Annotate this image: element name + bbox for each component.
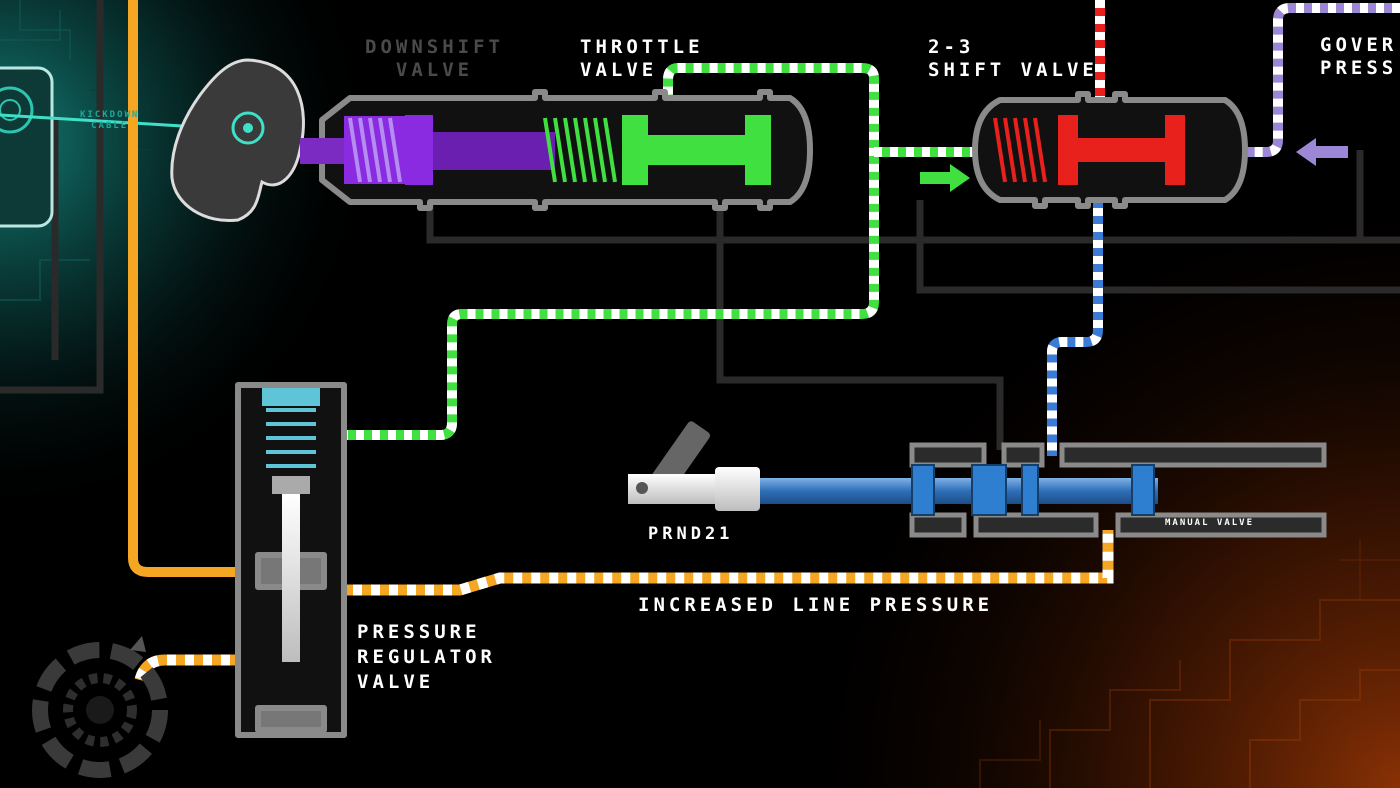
- throttle-valve-housing: [319, 89, 813, 211]
- throttle-valve-label: THROTTLE VALVE: [580, 36, 704, 81]
- pressure-regulator-valve-label: PRESSURE REGULATOR VALVE: [357, 621, 496, 693]
- blue-passage: [1047, 192, 1103, 456]
- arrow-left-icon: [1296, 138, 1348, 166]
- pump-gear-icon: [32, 636, 168, 778]
- shift-spring: [993, 117, 1047, 183]
- throttle-pressure-passages: [340, 63, 975, 440]
- manual-valve-rod: [760, 478, 1158, 504]
- regulator-plunger: [272, 476, 310, 494]
- throttle-spring: [543, 117, 617, 183]
- regulator-spring: [262, 388, 320, 468]
- manual-valve-spools: [911, 464, 1155, 516]
- governor-pressure-label: GOVER PRESS: [1320, 34, 1398, 79]
- kickdown-cable-label: KICKDOWN CABLE: [80, 110, 140, 131]
- prnd21-label: PRND21: [648, 524, 734, 544]
- governor-pressure-passage: [1232, 3, 1400, 157]
- prnd21-selector: [628, 421, 760, 511]
- passages: [0, 0, 1400, 450]
- regulator-stem: [282, 494, 300, 662]
- throttle-spool: [622, 115, 771, 185]
- downshift-valve: [405, 115, 433, 185]
- line-pressure-passages: [128, 0, 1114, 682]
- manual-valve-label: MANUAL VALVE: [1165, 518, 1255, 528]
- increased-line-pressure-label: INCREASED LINE PRESSURE: [638, 594, 994, 616]
- shift-spool: [1058, 115, 1185, 185]
- arrow-right-icon: [920, 164, 970, 192]
- manual-valve-housing: [909, 442, 1327, 538]
- downshift-valve-label: DOWNSHIFT VALVE: [365, 36, 504, 81]
- kickdown-panel: [0, 66, 54, 228]
- downshift-plunger: [300, 138, 350, 164]
- cam-icon: [170, 58, 305, 223]
- shift-valve-label: 2-3 SHIFT VALVE: [928, 36, 1098, 81]
- downshift-spring: [344, 116, 406, 184]
